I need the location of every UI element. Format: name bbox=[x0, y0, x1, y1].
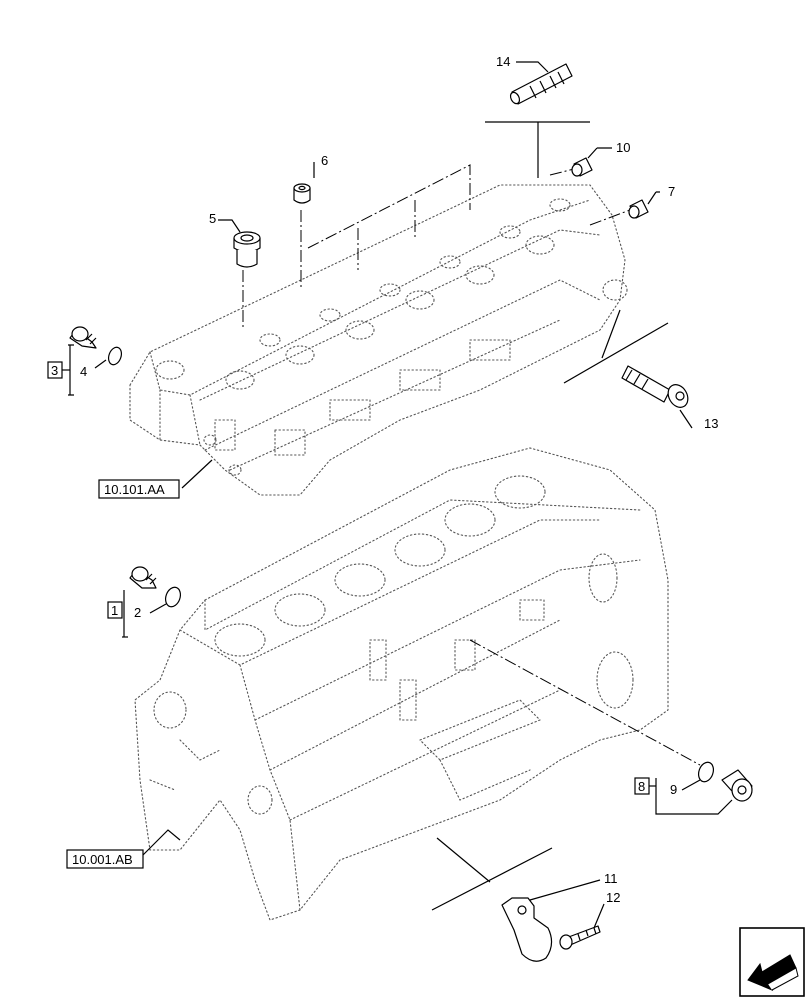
leader-lines bbox=[68, 61, 733, 929]
svg-text:1: 1 bbox=[111, 603, 118, 618]
arrow-back-icon[interactable] bbox=[739, 927, 805, 997]
part-4-o-ring bbox=[107, 346, 123, 366]
callout-13: 13 bbox=[704, 416, 718, 431]
boxed-callout-1: 1 bbox=[107, 601, 123, 619]
alignment-line-block bbox=[469, 639, 701, 766]
part-6-sleeve bbox=[293, 183, 311, 204]
svg-text:10.001.AB: 10.001.AB bbox=[72, 852, 133, 867]
callout-5: 5 bbox=[209, 211, 216, 226]
break-marks-head bbox=[485, 121, 669, 384]
callout-9: 9 bbox=[670, 782, 677, 797]
callout-2: 2 bbox=[134, 605, 141, 620]
callout-12: 12 bbox=[606, 890, 620, 905]
part-11-clamp bbox=[501, 897, 553, 962]
part-10-plug bbox=[571, 157, 593, 177]
callout-7: 7 bbox=[668, 184, 675, 199]
engine-block bbox=[134, 447, 669, 921]
part-3-plug bbox=[69, 326, 97, 349]
part-8-plug bbox=[721, 769, 753, 802]
callout-10: 10 bbox=[616, 140, 630, 155]
part-9-o-ring bbox=[697, 761, 715, 783]
part-7-plug bbox=[628, 199, 649, 219]
reference-engine-block[interactable]: 10.001.AB bbox=[66, 849, 144, 869]
callout-11: 11 bbox=[604, 871, 618, 886]
alignment-lines-head bbox=[242, 164, 631, 330]
callout-labels: 14 10 6 7 5 4 13 2 9 11 12 bbox=[80, 54, 718, 905]
part-13-bolt bbox=[621, 365, 689, 408]
callout-6: 6 bbox=[321, 153, 328, 168]
break-marks-block bbox=[431, 837, 553, 911]
part-12-screw bbox=[559, 925, 601, 950]
cylinder-head bbox=[129, 184, 628, 496]
svg-text:10.101.AA: 10.101.AA bbox=[104, 482, 165, 497]
part-5-fitting bbox=[233, 231, 261, 268]
svg-text:8: 8 bbox=[638, 779, 645, 794]
boxed-callout-8: 8 bbox=[634, 777, 656, 795]
callout-14: 14 bbox=[496, 54, 510, 69]
boxed-callout-3: 3 bbox=[47, 361, 70, 379]
reference-cylinder-head[interactable]: 10.101.AA bbox=[98, 479, 180, 499]
svg-text:3: 3 bbox=[51, 363, 58, 378]
part-2-o-ring bbox=[164, 586, 182, 608]
part-1-plug bbox=[129, 566, 157, 589]
part-14-stud bbox=[509, 63, 573, 105]
callout-4: 4 bbox=[80, 364, 87, 379]
